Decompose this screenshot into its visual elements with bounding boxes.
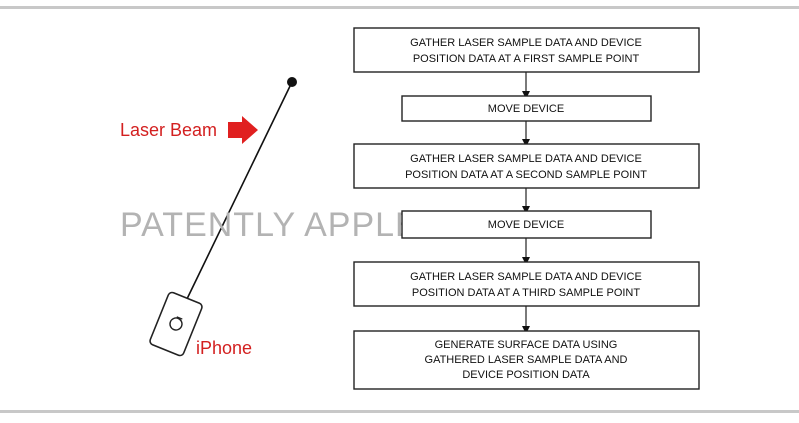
top-divider [0, 6, 799, 9]
flow-step-4-line-1: MOVE DEVICE [488, 219, 564, 231]
laser-beam-label: Laser Beam [120, 120, 217, 140]
iphone-device-icon [149, 291, 203, 357]
flow-step-6-line-2: GATHERED LASER SAMPLE DATA AND [425, 354, 628, 366]
bottom-divider [0, 410, 799, 413]
flow-step-3: GATHER LASER SAMPLE DATA AND DEVICE POSI… [353, 143, 700, 189]
laser-illustration: Laser Beam iPhone [120, 77, 297, 358]
red-arrow-icon [228, 116, 258, 144]
flow-step-1: GATHER LASER SAMPLE DATA AND DEVICE POSI… [353, 27, 700, 73]
flow-step-3-line-1: GATHER LASER SAMPLE DATA AND DEVICE [410, 153, 642, 165]
flow-step-5: GATHER LASER SAMPLE DATA AND DEVICE POSI… [353, 261, 700, 307]
iphone-label: iPhone [196, 338, 252, 358]
flowchart: GATHER LASER SAMPLE DATA AND DEVICE POSI… [353, 27, 700, 390]
flow-step-4: MOVE DEVICE [401, 210, 652, 239]
flow-step-1-line-2: POSITION DATA AT A FIRST SAMPLE POINT [413, 53, 640, 65]
flow-step-2: MOVE DEVICE [401, 95, 652, 122]
watermark-text: PATENTLY APPLE [120, 206, 419, 244]
flow-step-2-line-1: MOVE DEVICE [488, 103, 564, 115]
flow-step-3-line-2: POSITION DATA AT A SECOND SAMPLE POINT [405, 169, 647, 181]
flow-step-6-line-1: GENERATE SURFACE DATA USING [435, 339, 618, 351]
flow-step-6-line-3: DEVICE POSITION DATA [462, 369, 590, 381]
flow-step-5-line-2: POSITION DATA AT A THIRD SAMPLE POINT [412, 287, 640, 299]
flow-step-6: GENERATE SURFACE DATA USING GATHERED LAS… [353, 330, 700, 390]
flow-step-1-line-1: GATHER LASER SAMPLE DATA AND DEVICE [410, 37, 642, 49]
flow-step-5-line-1: GATHER LASER SAMPLE DATA AND DEVICE [410, 271, 642, 283]
laser-target-dot [287, 77, 297, 87]
laser-beam-line [185, 81, 293, 302]
